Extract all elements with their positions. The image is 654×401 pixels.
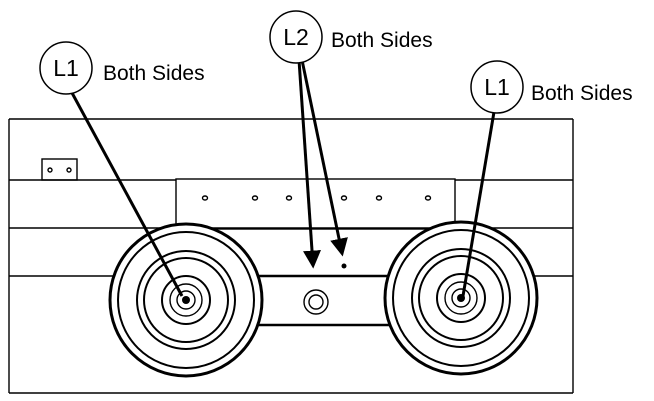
right-wheel — [383, 220, 539, 376]
callout-bubble — [39, 41, 93, 95]
center-panel — [175, 178, 456, 230]
mounting-bracket — [41, 158, 78, 181]
callout-l1-right: L1 Both Sides — [470, 60, 633, 114]
leader-line-l1-right — [461, 111, 496, 297]
callout-text: Both Sides — [103, 62, 205, 85]
callout-l2-center: L2 Both Sides — [269, 10, 433, 64]
leader-line-l2-b — [300, 59, 348, 257]
callout-text: Both Sides — [331, 29, 433, 52]
callout-l1-left: L1 Both Sides — [39, 41, 205, 95]
callout-tag: L1 — [53, 55, 79, 81]
machine-body — [8, 118, 574, 394]
callout-tag: L1 — [484, 74, 510, 100]
callout-text: Both Sides — [531, 82, 633, 105]
callout-bubble — [269, 10, 323, 64]
leader-line-l1-left — [69, 90, 184, 297]
left-wheel — [108, 222, 264, 378]
callout-bubble — [470, 60, 524, 114]
leader-line-l2-a — [297, 59, 321, 269]
callout-tag: L2 — [283, 24, 309, 50]
leader-lines — [69, 59, 496, 297]
